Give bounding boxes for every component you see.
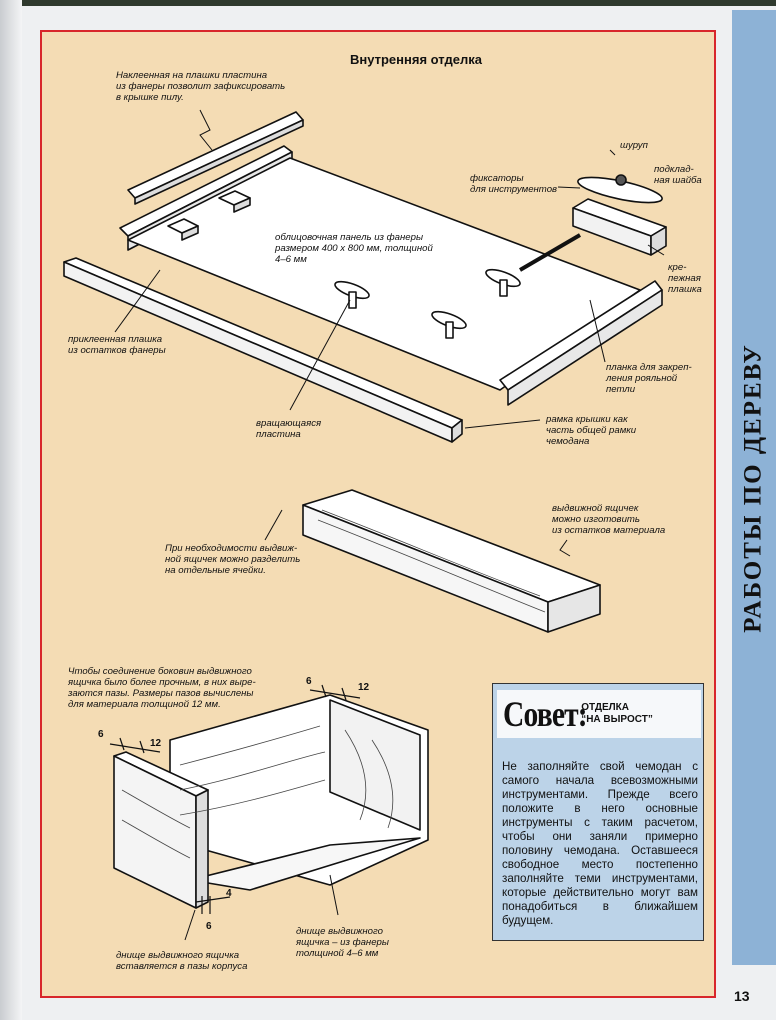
dim-label: 12 bbox=[358, 682, 370, 693]
page-spine-shadow bbox=[0, 0, 22, 1020]
label-tool-clamps: фиксаторы для инструментов bbox=[470, 173, 558, 195]
leader-lines bbox=[114, 109, 665, 941]
dimension-marks bbox=[109, 684, 361, 914]
section-side-band bbox=[732, 10, 776, 965]
label-drawer-bottom: днище выдвижного ящичка – из фанеры толщ… bbox=[296, 926, 389, 959]
wood-grain bbox=[121, 509, 546, 859]
page-number: 13 bbox=[734, 988, 750, 1004]
tip-word: Совет: bbox=[503, 694, 588, 734]
label-lid-frame: рамка крышки как часть общей рамки чемод… bbox=[546, 414, 637, 447]
label-drawer-material: выдвижной ящичек можно изготовить из ост… bbox=[552, 503, 666, 536]
label-panel: облицовочная панель из фанеры размером 4… bbox=[275, 232, 433, 265]
dim-label: 4 bbox=[226, 888, 232, 899]
tip-body: Не заполняйте свой чемодан с самого нача… bbox=[502, 760, 698, 927]
tip-subtitle: ОТДЕЛКА “НА ВЫРОСТ” bbox=[581, 702, 653, 725]
drawer-corner bbox=[113, 694, 429, 909]
label-screw: шуруп bbox=[620, 140, 648, 151]
label-drawer-cells: При необходимости выдвиж- ной ящичек мож… bbox=[165, 543, 301, 576]
dim-label: 6 bbox=[98, 729, 104, 740]
tip-box: Совет: ОТДЕЛКА “НА ВЫРОСТ” Не заполняйте… bbox=[492, 683, 704, 941]
label-joints-note: Чтобы соединение боковин выдвижного ящич… bbox=[68, 666, 256, 710]
diagram-title: Внутренняя отделка bbox=[350, 52, 482, 67]
glued-strip-blocks bbox=[167, 190, 251, 241]
label-glued-plate: Наклеенная на плашки пластина из фанеры … bbox=[116, 70, 286, 103]
dim-label: 12 bbox=[150, 738, 162, 749]
tip-header: Совет: ОТДЕЛКА “НА ВЫРОСТ” bbox=[497, 690, 701, 738]
label-rotating-plate: вращающаяся пластина bbox=[256, 418, 322, 440]
drawer-tray bbox=[302, 489, 601, 633]
label-glued-strip: приклеенная плашка из остатков фанеры bbox=[68, 334, 166, 356]
dim-label: 6 bbox=[306, 676, 312, 687]
dim-label: 6 bbox=[206, 921, 212, 932]
top-strip bbox=[0, 0, 776, 6]
glued-plate-part bbox=[127, 111, 304, 205]
rotating-plates bbox=[334, 268, 521, 339]
label-washer: подклад- ная шайба bbox=[654, 164, 702, 186]
label-fixing-strip: кре- пежная плашка bbox=[668, 262, 702, 295]
label-hinge-bar: планка для закреп- ления рояльной петли bbox=[606, 362, 692, 395]
label-bottom-insert: днище выдвижного ящичка вставляется в па… bbox=[116, 950, 248, 972]
